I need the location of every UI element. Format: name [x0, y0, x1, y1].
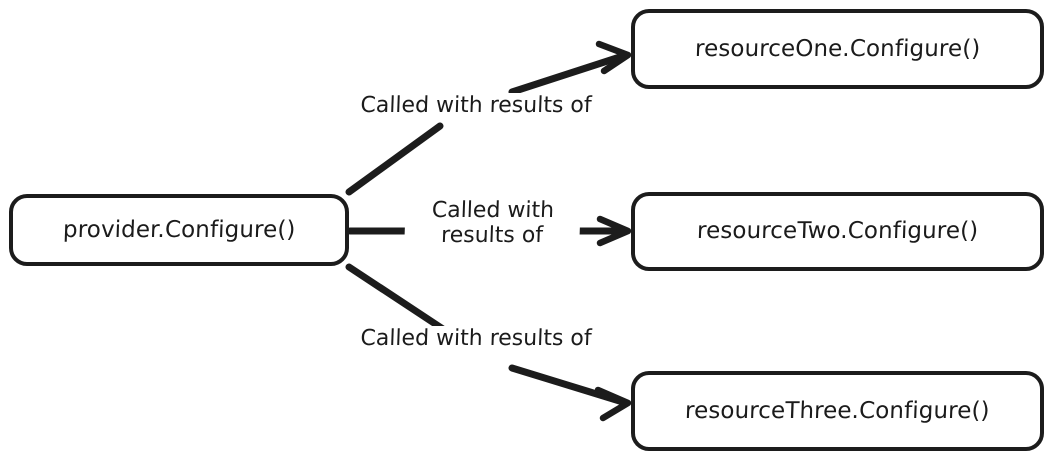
node-resource-one-configure[interactable]: resourceOne.Configure()	[631, 9, 1044, 89]
edge-provider-to-resource-one	[345, 40, 632, 196]
node-resource-two-label: resourceTwo.Configure()	[696, 218, 979, 244]
edge-label-provider-to-resource-two: Called with results of	[404, 198, 581, 250]
node-provider-label: provider.Configure()	[62, 216, 296, 243]
edge-label-provider-to-resource-three: Called with results of	[317, 326, 635, 353]
node-resource-three-configure[interactable]: resourceThree.Configure()	[631, 371, 1044, 451]
node-resource-two-configure[interactable]: resourceTwo.Configure()	[631, 192, 1044, 271]
node-provider-configure[interactable]: provider.Configure()	[9, 194, 349, 266]
node-resource-one-label: resourceOne.Configure()	[694, 35, 981, 62]
edge-label-provider-to-resource-one: Called with results of	[317, 93, 635, 120]
edge-provider-to-resource-three	[345, 263, 632, 422]
node-resource-three-label: resourceThree.Configure()	[684, 397, 991, 424]
